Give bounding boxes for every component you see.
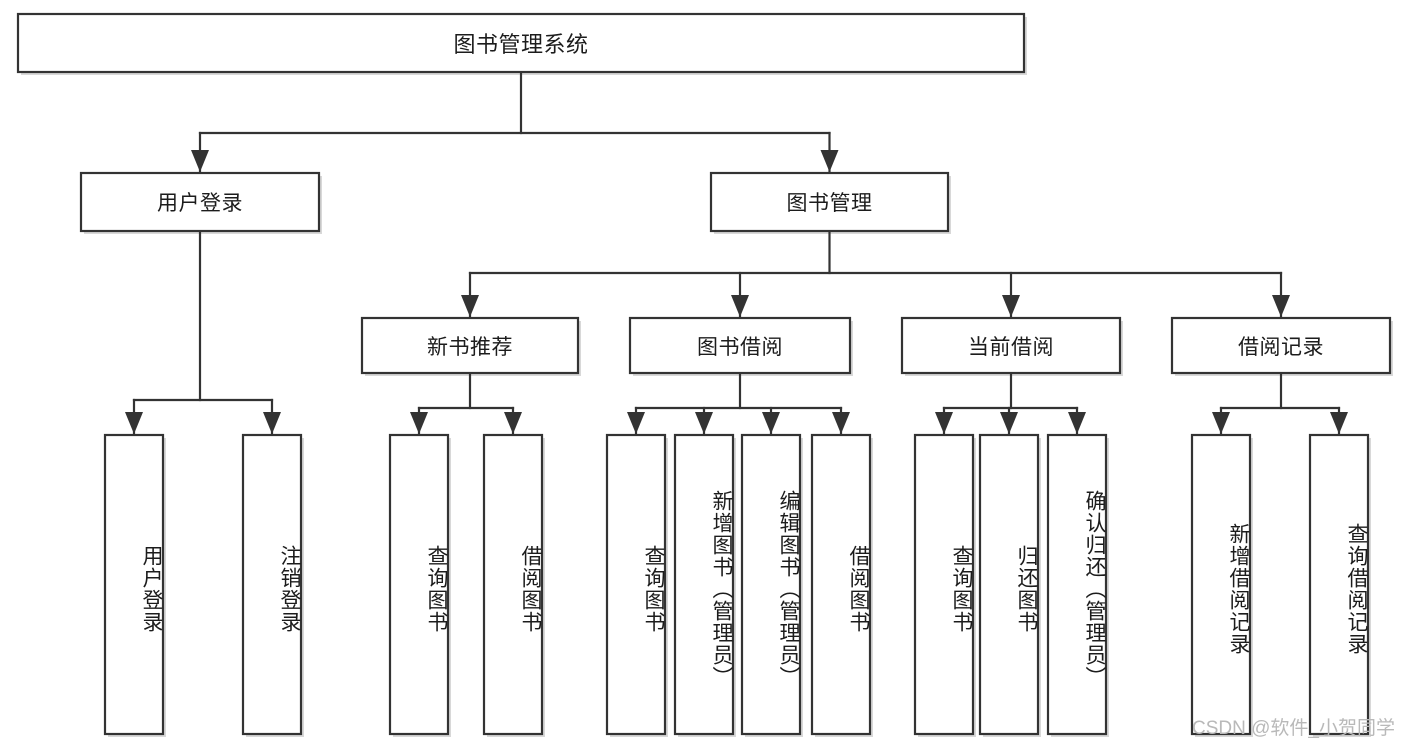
arrow-head-icon [762,412,780,434]
arrow-head-icon [695,412,713,434]
arrow-head-icon [504,412,522,434]
arrow-head-icon [1272,295,1290,317]
node-box-current-borrow[interactable] [900,316,1122,375]
arrow-head-icon [263,412,281,434]
arrow-head-icon [1068,412,1086,434]
node-box-root[interactable] [16,12,1026,74]
node-box-leaf-query-book-borrow[interactable] [605,433,667,736]
arrow-head-icon [191,150,209,172]
arrow-head-icon [832,412,850,434]
node-box-leaf-user-logout[interactable] [241,433,303,736]
arrow-head-icon [935,412,953,434]
arrow-head-icon [1330,412,1348,434]
arrow-head-icon [1212,412,1230,434]
node-box-leaf-user-login[interactable] [103,433,165,736]
arrow-head-icon [627,412,645,434]
node-box-leaf-borrow-book[interactable] [810,433,872,736]
node-box-new-book-recommend[interactable] [360,316,580,375]
arrow-head-icon [1000,412,1018,434]
arrow-head-icon [731,295,749,317]
node-box-user-login[interactable] [79,171,321,233]
node-box-leaf-add-record[interactable] [1190,433,1252,736]
node-box-leaf-query-book-rec[interactable] [388,433,450,736]
node-box-leaf-return-book[interactable] [978,433,1040,736]
node-box-borrow-record[interactable] [1170,316,1392,375]
arrow-head-icon [461,295,479,317]
arrow-head-icon [125,412,143,434]
node-box-leaf-edit-book[interactable] [740,433,802,736]
node-box-leaf-borrow-book-rec[interactable] [482,433,544,736]
arrow-head-icon [1002,295,1020,317]
node-box-book-management[interactable] [709,171,950,233]
connector-lines [125,70,1348,435]
arrow-head-icon [410,412,428,434]
node-boxes [16,12,1392,736]
node-box-leaf-confirm-return[interactable] [1046,433,1108,736]
node-box-leaf-add-book[interactable] [673,433,735,736]
arrow-head-icon [820,150,839,172]
node-box-leaf-query-book-cur[interactable] [913,433,975,736]
node-box-book-borrow[interactable] [628,316,852,375]
node-box-leaf-query-record[interactable] [1308,433,1370,736]
